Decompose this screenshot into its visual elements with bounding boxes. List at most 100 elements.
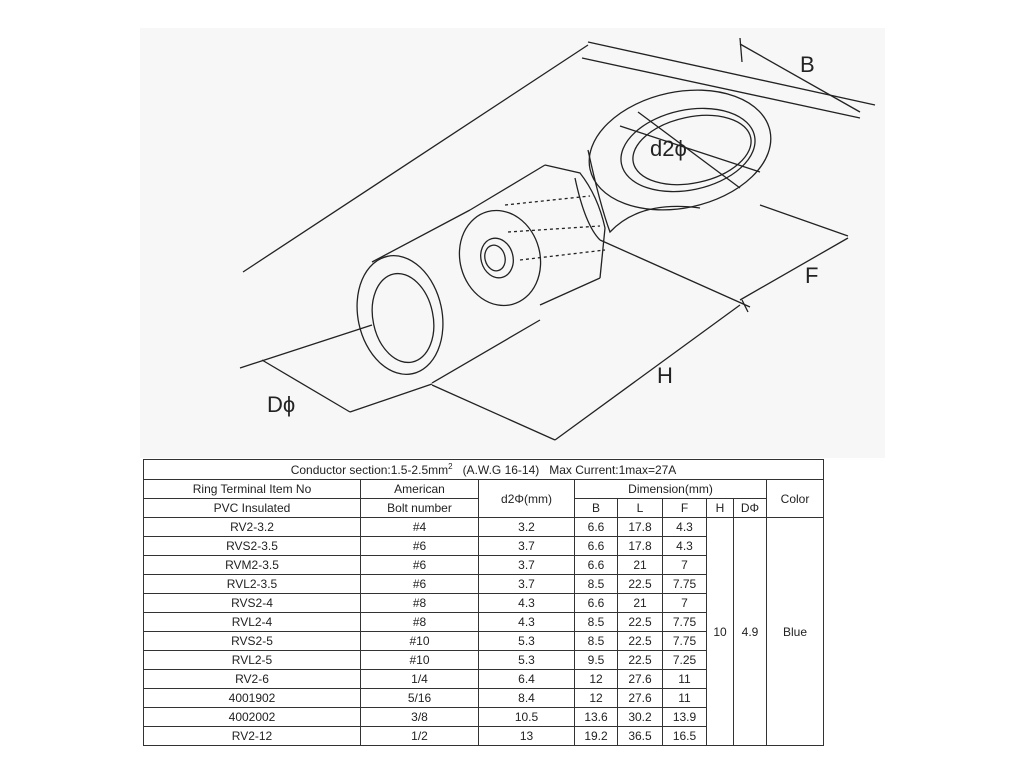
cell-l: 22.5 [617,574,663,594]
cell-l: 27.6 [617,669,663,689]
cell-d2: 4.3 [478,593,575,613]
spec-table: Conductor section:1.5-2.5mm2 (A.W.G 16-1… [142,459,825,746]
label-h: H [657,363,673,388]
cell-d2: 3.2 [478,517,575,537]
cell-item: RVL2-4 [143,612,361,632]
cell-d2: 3.7 [478,555,575,575]
cell-l: 21 [617,555,663,575]
cell-f: 7 [662,593,707,613]
cell-f: 7 [662,555,707,575]
cell-f: 11 [662,669,707,689]
cell-bolt: #8 [360,612,479,632]
cell-f: 7.75 [662,631,707,651]
cell-b: 12 [574,688,618,708]
cell-f: 7.75 [662,574,707,594]
cell-l: 27.6 [617,688,663,708]
cell-b: 9.5 [574,650,618,670]
cell-d2: 6.4 [478,669,575,689]
header-item-no: Ring Terminal Item No [143,479,361,499]
cell-item: RVM2-3.5 [143,555,361,575]
header-dimension: Dimension(mm) [574,479,767,499]
cell-d2: 3.7 [478,536,575,556]
cell-bolt: #6 [360,536,479,556]
cell-item: RVL2-5 [143,650,361,670]
table-row: RVS2-3.5 #6 3.7 6.6 17.8 4.3 [143,536,824,556]
cell-b: 12 [574,669,618,689]
header-bolt-number: Bolt number [360,498,479,518]
cell-l: 21 [617,593,663,613]
cell-bolt: 1/2 [360,726,479,746]
table-row: RV2-3.2 #4 3.2 6.6 17.8 4.3 10 4.9 Blue [143,517,825,746]
header-b: B [574,498,618,518]
header-f: F [662,498,707,518]
cell-bolt: 3/8 [360,707,479,727]
caption-suffix: (A.W.G 16-14) Max Current:1max=27A [452,463,677,477]
cell-l: 22.5 [617,631,663,651]
cell-f: 13.9 [662,707,707,727]
cell-b: 8.5 [574,631,618,651]
cell-b: 6.6 [574,536,618,556]
table-row: RVL2-5 #10 5.3 9.5 22.5 7.25 [143,650,824,670]
insulation-outer [356,255,444,375]
insulation-inner [371,272,435,364]
cell-b: 6.6 [574,517,618,537]
cell-item: RVS2-4 [143,593,361,613]
cell-f: 4.3 [662,517,707,537]
table-row: 4001902 5/16 8.4 12 27.6 11 [143,688,824,708]
cell-l: 17.8 [617,536,663,556]
cell-bolt: #6 [360,555,479,575]
cell-d2: 5.3 [478,631,575,651]
dimension-line-top [242,44,589,273]
cell-item: 4001902 [143,688,361,708]
cell-bolt: #6 [360,574,479,594]
cell-d2: 5.3 [478,650,575,670]
ring-inner [620,107,756,193]
table-row: RVS2-4 #8 4.3 6.6 21 7 [143,593,824,613]
cell-b: 6.6 [574,593,618,613]
sleeve-end [458,209,542,307]
cell-b: 6.6 [574,555,618,575]
header-l: L [617,498,663,518]
cell-item: RV2-6 [143,669,361,689]
cell-d2: 13 [478,726,575,746]
drawing-background [140,28,885,458]
cell-item: RVS2-5 [143,631,361,651]
cell-d2: 10.5 [478,707,575,727]
cell-f: 7.25 [662,650,707,670]
ring-terminal-diagram: B F H Dϕ d2ϕ [239,37,876,441]
cell-item: RV2-12 [143,726,361,746]
cell-b: 8.5 [574,574,618,594]
cell-bolt: #10 [360,631,479,651]
cell-bolt: #4 [360,517,479,537]
label-d2-phi: d2ϕ [650,136,687,161]
cell-bolt: 5/16 [360,688,479,708]
cell-b: 19.2 [574,726,618,746]
cell-b: 13.6 [574,707,618,727]
label-b: B [800,52,815,77]
cell-f: 11 [662,688,707,708]
header-american: American [360,479,479,499]
caption-prefix: Conductor section:1.5-2.5mm [290,463,449,477]
cell-item: RV2-3.2 [143,517,361,537]
table-row: RVS2-5 #10 5.3 8.5 22.5 7.75 [143,631,824,651]
cell-d-shared: 4.9 [733,517,767,746]
header-d: DΦ [733,498,767,518]
cell-bolt: #10 [360,650,479,670]
cell-d2: 8.4 [478,688,575,708]
table-row: RV2-12 1/2 13 19.2 36.5 16.5 [143,726,824,746]
header-h: H [706,498,734,518]
cell-h-shared: 10 [706,517,734,746]
header-color: Color [765,479,825,518]
cell-bolt: #8 [360,593,479,613]
header-pvc-insulated: PVC Insulated [143,498,361,518]
cell-b: 8.5 [574,612,618,632]
cell-f: 16.5 [662,726,707,746]
cell-d2: 4.3 [478,612,575,632]
cell-bolt: 1/4 [360,669,479,689]
label-f: F [805,263,818,288]
cell-item: RVL2-3.5 [143,574,361,594]
cell-l: 17.8 [617,517,663,537]
label-d-phi: Dϕ [267,392,295,417]
table-row: RVL2-3.5 #6 3.7 8.5 22.5 7.75 [143,574,824,594]
cell-l: 22.5 [617,650,663,670]
